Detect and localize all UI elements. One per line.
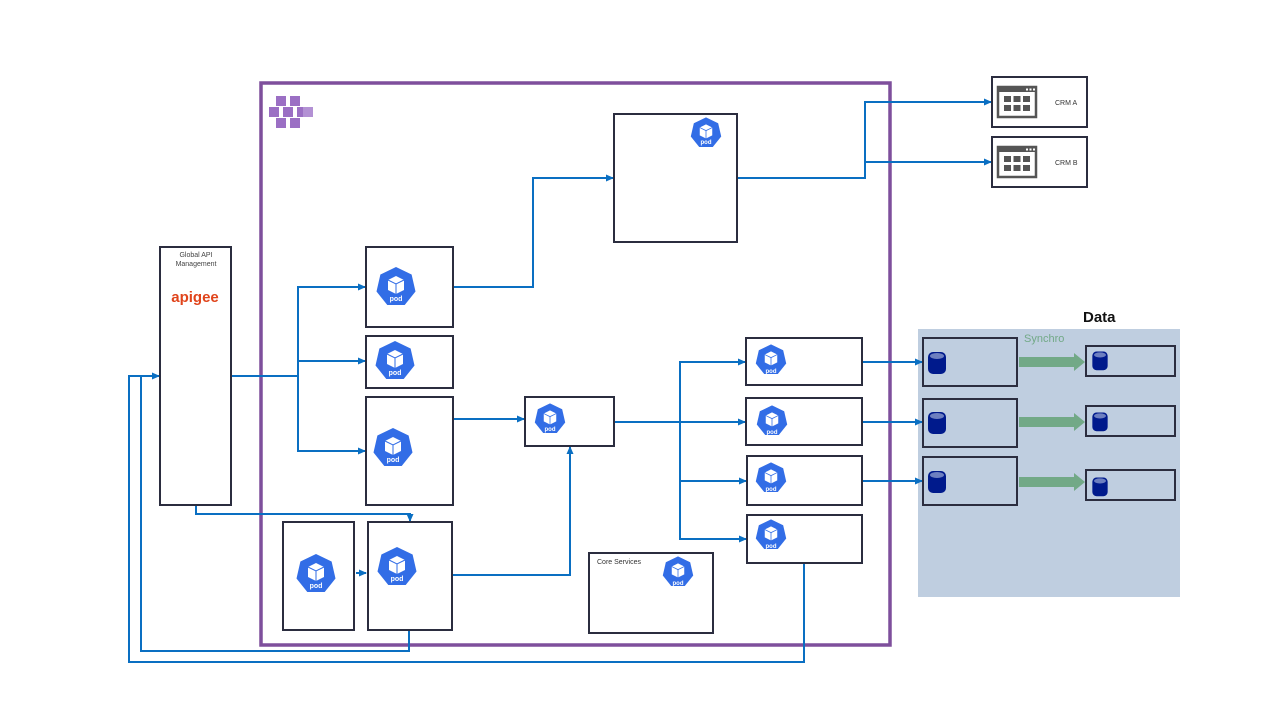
container-cluster-icon: [269, 96, 313, 128]
core-services-label: Core Services: [597, 559, 641, 566]
pod-label: pod: [766, 487, 777, 493]
database-icon: [1092, 351, 1108, 371]
crm-a-label: CRM A: [1055, 100, 1078, 107]
kubernetes-cluster-boundary: [259, 81, 892, 647]
sync-arrow-3: [1019, 473, 1085, 491]
api-management-title-line2: Management: [176, 261, 217, 268]
api-management-box[interactable]: Global API Management apigee: [159, 246, 232, 506]
pod-label: pod: [766, 544, 777, 550]
pod-label: pod: [390, 296, 403, 303]
crm-a-box[interactable]: CRM A: [991, 76, 1088, 128]
hub-pod-box[interactable]: pod: [524, 396, 615, 447]
api-management-title-line1: Global API: [179, 252, 212, 259]
connector-svc-4-return-to-apigee: [128, 375, 805, 663]
pod-label: pod: [391, 576, 404, 583]
apigee-logo: apigee: [171, 289, 219, 306]
pod-label: pod: [389, 370, 402, 377]
service-box-3[interactable]: pod: [746, 455, 863, 506]
sync-arrow-2: [1019, 413, 1085, 431]
connector-lower-pod-to-hub: [452, 446, 574, 576]
app-window-grid-icon: [996, 85, 1038, 119]
pod-label: pod: [673, 581, 684, 587]
connector-pod-1-to-service: [453, 174, 614, 288]
database-icon: [1092, 412, 1108, 432]
service-box-2[interactable]: pod: [745, 397, 863, 446]
connector-hub-to-svc-4: [679, 481, 747, 543]
database-icon: [928, 412, 946, 434]
pod-label: pod: [767, 430, 778, 436]
pod-label: pod: [310, 583, 323, 590]
service-box-4[interactable]: pod: [746, 514, 863, 564]
connector-apigee-to-lower-pod: [195, 505, 414, 522]
database-icon: [1092, 477, 1108, 497]
db-primary-2[interactable]: [922, 398, 1018, 448]
db-replica-2[interactable]: [1085, 405, 1176, 437]
sync-label: Synchro: [1024, 333, 1064, 345]
data-zone-title: Data: [1083, 309, 1116, 326]
pod-box-3[interactable]: pod: [365, 396, 454, 506]
connector-lower-pod-return-to-apigee: [140, 372, 410, 652]
core-services-box[interactable]: Core Services pod: [588, 552, 714, 634]
service-box-1[interactable]: pod: [745, 337, 863, 386]
pod-label: pod: [545, 427, 556, 433]
connector-hub-to-svc-3: [679, 422, 747, 485]
service-box-top[interactable]: pod: [613, 113, 738, 243]
connector-apigee-to-pod-3: [297, 376, 366, 455]
db-primary-3[interactable]: [922, 456, 1018, 506]
crm-b-label: CRM B: [1055, 160, 1078, 167]
sync-arrow-1: [1019, 353, 1085, 371]
connectors: [128, 98, 992, 663]
connector-service-to-crm-a: [737, 98, 992, 179]
pod-box-1[interactable]: pod: [365, 246, 454, 328]
db-primary-1[interactable]: [922, 337, 1018, 387]
pod-label: pod: [766, 369, 777, 375]
db-replica-3[interactable]: [1085, 469, 1176, 501]
db-replica-1[interactable]: [1085, 345, 1176, 377]
pod-box-left-lower[interactable]: pod: [282, 521, 355, 631]
connector-apigee-to-pod-1: [231, 283, 366, 377]
pod-box-lower[interactable]: pod: [367, 521, 453, 631]
database-icon: [928, 352, 946, 374]
app-window-grid-icon: [996, 145, 1038, 179]
connector-hub-to-svc-1: [614, 358, 746, 423]
pod-label: pod: [701, 140, 712, 146]
crm-b-box[interactable]: CRM B: [991, 136, 1088, 188]
database-icon: [928, 471, 946, 493]
pod-box-2[interactable]: pod: [365, 335, 454, 389]
pod-label: pod: [387, 457, 400, 464]
